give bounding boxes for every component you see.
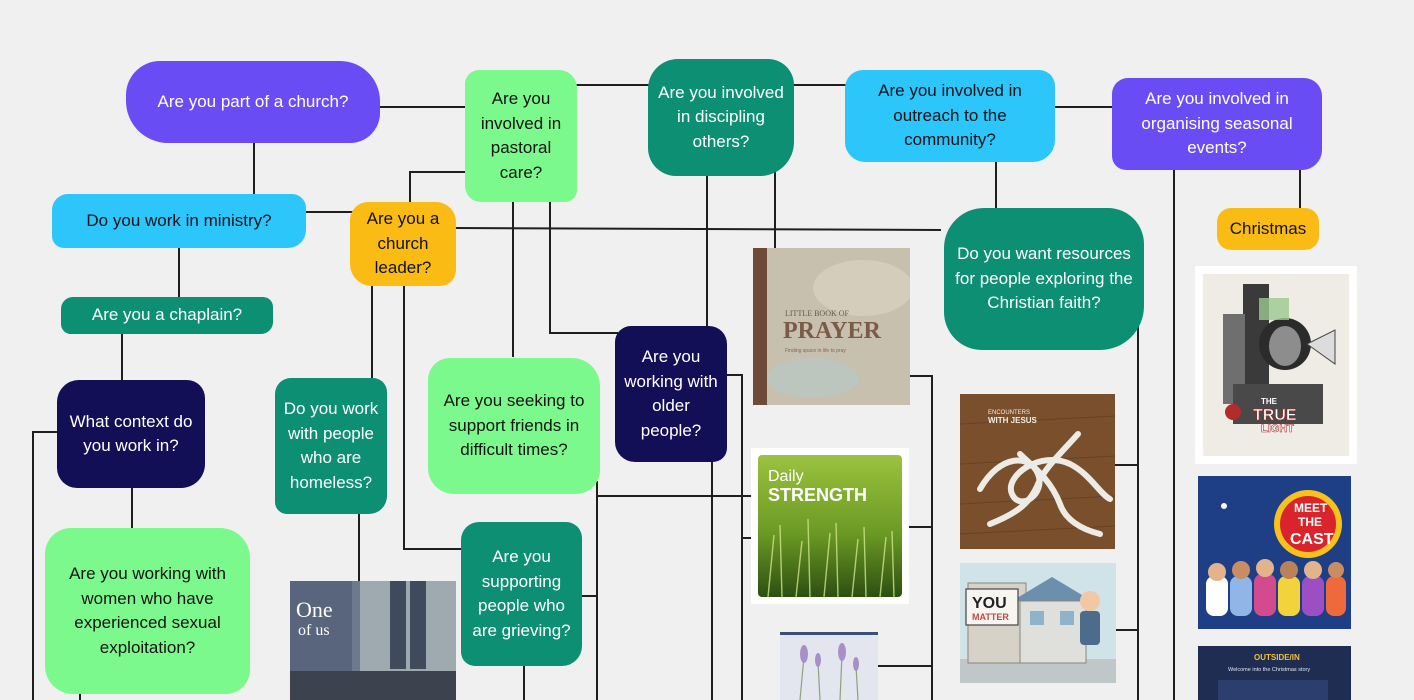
- book-lavender[interactable]: [780, 632, 878, 700]
- book-encounters-with-jesus[interactable]: ENCOUNTERS WITH JESUS: [960, 394, 1115, 549]
- book-the-true-light[interactable]: THE TRUE LIGHT: [1195, 266, 1357, 464]
- book-daily-strength[interactable]: Daily STRENGTH: [751, 448, 909, 604]
- question-label: Do you want resources for people explori…: [955, 244, 1133, 313]
- question-work-context[interactable]: What context do you work in?: [57, 380, 205, 488]
- question-support-friends[interactable]: Are you seeking to support friends in di…: [428, 358, 600, 494]
- cover-text: ENCOUNTERS: [988, 410, 1030, 416]
- question-label: Are you involved in organising seasonal …: [1141, 89, 1293, 158]
- cover-title: OUTSIDE/IN: [1254, 653, 1300, 662]
- cover-text: MEET: [1294, 501, 1328, 515]
- question-label: Do you work with people who are homeless…: [283, 399, 379, 492]
- question-label: Are you working with women who have expe…: [69, 564, 226, 657]
- question-chaplain[interactable]: Are you a chaplain?: [61, 297, 273, 334]
- question-label: Are you part of a church?: [157, 91, 349, 111]
- cover-text: THE: [1298, 515, 1322, 529]
- question-label: Are you involved in pastoral care?: [480, 89, 562, 182]
- cover-text: Finding space in life to pray: [785, 348, 846, 354]
- question-pastoral-care[interactable]: Are you involved in pastoral care?: [465, 70, 577, 202]
- cover-title: CAST: [1290, 531, 1334, 548]
- cover-title: One: [296, 597, 333, 622]
- cover-text: Welcome into the Christmas story: [1228, 667, 1310, 673]
- question-part-of-church[interactable]: Are you part of a church?: [126, 61, 380, 143]
- cover-text: THE: [1261, 397, 1278, 406]
- cover-title: STRENGTH: [768, 485, 867, 505]
- question-label: Are you seeking to support friends in di…: [443, 391, 585, 460]
- cover-text: Daily: [768, 468, 804, 485]
- question-label: Do you work in ministry?: [86, 210, 272, 230]
- question-label: Are you involved in outreach to the comm…: [878, 81, 1022, 150]
- cover-text: MATTER: [972, 612, 1009, 622]
- question-sexual-exploitation[interactable]: Are you working with women who have expe…: [45, 528, 250, 694]
- question-discipling[interactable]: Are you involved in discipling others?: [648, 59, 794, 176]
- cover-title: WITH JESUS: [988, 416, 1038, 425]
- question-label: Are you a chaplain?: [91, 305, 243, 325]
- cover-title: TRUE: [1253, 407, 1297, 424]
- question-label: Are you working with older people?: [624, 347, 718, 440]
- option-label: Christmas: [1229, 218, 1307, 238]
- question-label: Are you involved in discipling others?: [658, 82, 784, 151]
- question-church-leader[interactable]: Are you a church leader?: [350, 202, 456, 286]
- book-outside-in[interactable]: OUTSIDE/IN Welcome into the Christmas st…: [1198, 646, 1351, 700]
- question-label: What context do you work in?: [69, 411, 193, 456]
- cover-text: LITTLE BOOK OF: [785, 309, 850, 318]
- cover-title: YOU: [972, 595, 1007, 612]
- question-seasonal-events[interactable]: Are you involved in organising seasonal …: [1112, 78, 1322, 170]
- cover-title: PRAYER: [783, 318, 881, 344]
- book-one-of-us[interactable]: One of us: [290, 581, 456, 700]
- question-label: Are you supporting people who are grievi…: [472, 547, 571, 640]
- book-little-book-of-prayer[interactable]: LITTLE BOOK OF PRAYER Finding space in l…: [753, 248, 910, 405]
- cover-text: of us: [298, 622, 330, 639]
- question-homeless[interactable]: Do you work with people who are homeless…: [275, 378, 387, 514]
- cover-text: LIGHT: [1261, 423, 1294, 435]
- option-christmas[interactable]: Christmas: [1217, 208, 1319, 250]
- book-meet-the-cast[interactable]: MEET THE CAST: [1198, 476, 1351, 629]
- question-exploring-faith-resources[interactable]: Do you want resources for people explori…: [944, 208, 1144, 350]
- question-older-people[interactable]: Are you working with older people?: [615, 326, 727, 462]
- book-you-matter[interactable]: YOU MATTER: [960, 563, 1116, 683]
- question-label: Are you a church leader?: [366, 209, 440, 278]
- question-work-in-ministry[interactable]: Do you work in ministry?: [52, 194, 306, 248]
- question-grieving[interactable]: Are you supporting people who are grievi…: [461, 522, 582, 666]
- question-outreach[interactable]: Are you involved in outreach to the comm…: [845, 70, 1055, 162]
